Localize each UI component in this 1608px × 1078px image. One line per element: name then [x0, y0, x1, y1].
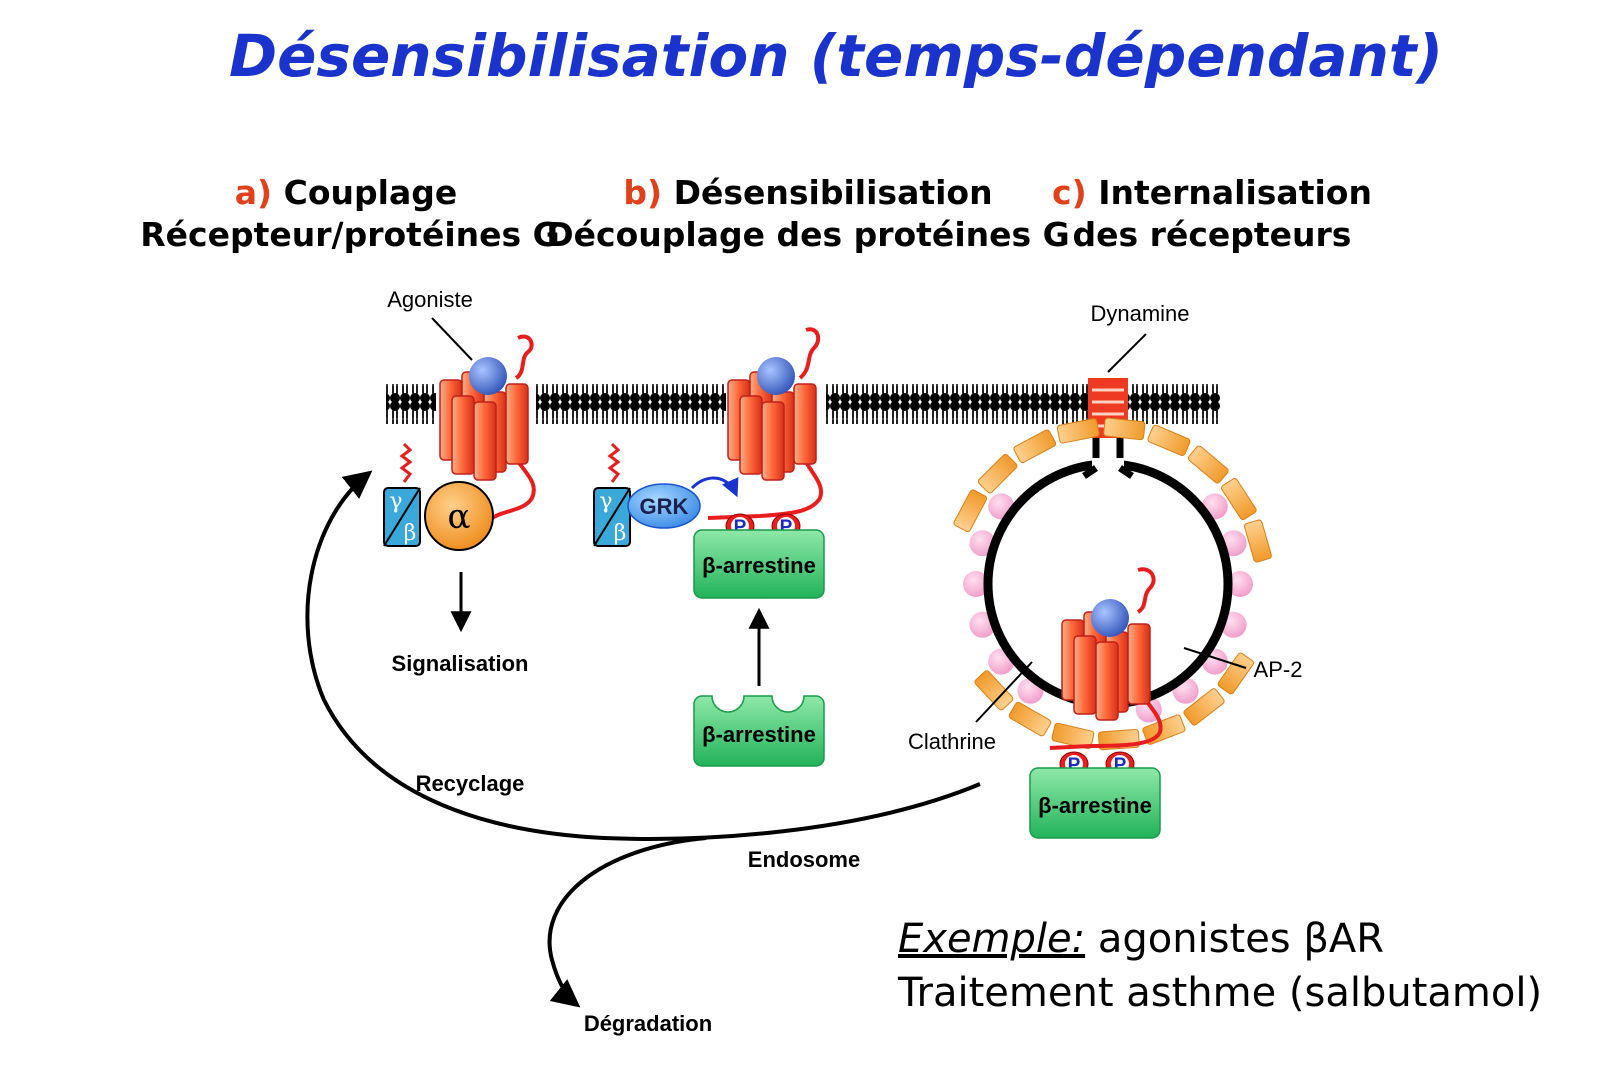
phosphorylation-arrow: [690, 476, 739, 498]
example-line2: Traitement asthme (salbutamol): [897, 970, 1542, 1016]
clathrin-segment: [1217, 652, 1254, 695]
g-alpha-subunit: α: [424, 481, 494, 551]
clathrin-segment: [1147, 424, 1191, 457]
example-label: Exemple:: [898, 916, 1085, 962]
section-b-header: b) Désensibilisation Découplage des prot…: [546, 173, 1069, 254]
clathrin-segment: [1221, 478, 1257, 521]
example-note: Exemple: agonistes βAR Traitement asthme…: [897, 916, 1542, 1016]
label-agoniste: Agoniste: [387, 287, 473, 312]
section-a-header: a) Couplage Récepteur/protéines G: [140, 173, 559, 254]
svg-text:α: α: [448, 497, 471, 537]
example-line1: agonistes βAR: [1085, 916, 1384, 962]
section-c-line2: des récepteurs: [1073, 215, 1352, 254]
receptor-c: [1049, 567, 1163, 750]
svg-text:β-arrestine: β-arrestine: [1038, 793, 1152, 818]
cell-membrane: [386, 384, 1220, 424]
svg-text:a) Couplage: a) Couplage: [235, 173, 457, 212]
clathrin-segment: [974, 670, 1014, 711]
agonist-ligand-c: [1091, 599, 1129, 637]
degradation-pathway: [547, 836, 707, 1008]
label-endosome: Endosome: [748, 847, 860, 872]
label-signalisation: Signalisation: [392, 651, 529, 676]
g-beta-gamma-b: γ β: [593, 487, 631, 547]
g-beta-gamma-a: γ β: [383, 487, 421, 547]
clathrin-segment: [977, 453, 1018, 494]
clathrin-segment: [953, 489, 988, 533]
svg-text:β: β: [614, 521, 627, 546]
svg-text:GRK: GRK: [640, 494, 689, 519]
svg-text:β: β: [404, 521, 417, 546]
label-ap2: AP-2: [1254, 657, 1303, 682]
receptor-b: [707, 327, 824, 520]
recycling-pathway: [305, 470, 981, 841]
ap2-pointer: [1183, 647, 1247, 669]
vesicle-opening: [1092, 458, 1124, 472]
agonist-ligand: [469, 357, 507, 395]
section-c-header: c) Internalisation des récepteurs: [1052, 173, 1372, 254]
clathrin-segment: [1056, 418, 1100, 444]
clathrin-segment: [1183, 688, 1225, 726]
grk-kinase: GRK: [627, 483, 701, 529]
label-clathrine: Clathrine: [908, 729, 996, 754]
ap2-adaptor: [1227, 571, 1253, 597]
svg-text:γ: γ: [599, 489, 612, 514]
arrestin-bound-b: β-arrestine: [693, 529, 825, 599]
label-recyclage: Recyclage: [416, 771, 525, 796]
ap2-adaptors: [963, 493, 1253, 723]
section-c-line1: Internalisation: [1098, 173, 1372, 212]
receptor-a: [439, 334, 536, 522]
lipid-anchor-a: [399, 442, 413, 483]
svg-text:c) Internalisation: c) Internalisation: [1052, 173, 1372, 212]
section-b-letter: b): [623, 173, 662, 212]
clathrin-segment: [1244, 519, 1272, 563]
dynamine-pointer: [1107, 333, 1147, 373]
page-title: Désensibilisation (temps-dépendant): [229, 22, 1443, 90]
svg-text:γ: γ: [389, 489, 402, 514]
clathrin-segment: [1013, 429, 1057, 464]
label-dynamine: Dynamine: [1090, 301, 1189, 326]
label-degradation: Dégradation: [584, 1011, 712, 1036]
svg-text:Exemple: agonistes βAR: Exemple: agonistes βAR: [898, 916, 1384, 962]
agoniste-pointer: [431, 317, 473, 361]
ap2-adaptor: [963, 571, 989, 597]
agonist-ligand-b: [757, 357, 795, 395]
section-a-line1: Couplage: [284, 173, 458, 212]
clathrine-pointer: [975, 661, 1033, 723]
section-a-line2: Récepteur/protéines G: [140, 215, 559, 254]
clathrin-segment: [1103, 417, 1146, 441]
svg-text:b) Désensibilisation: b) Désensibilisation: [623, 173, 992, 212]
clathrin-segment: [1187, 445, 1229, 484]
section-b-line2: Découplage des protéines G: [546, 215, 1069, 254]
clathrin-segment: [1051, 722, 1095, 750]
arrestin-free: β-arrestine: [693, 695, 825, 767]
section-a-letter: a): [235, 173, 272, 212]
clathrin-segment: [1008, 701, 1052, 737]
arrestin-bound-c: β-arrestine: [1029, 767, 1161, 839]
section-c-letter: c): [1052, 173, 1087, 212]
lipid-anchor-b: [607, 442, 621, 483]
svg-text:β-arrestine: β-arrestine: [702, 553, 816, 578]
svg-text:β-arrestine: β-arrestine: [702, 722, 816, 747]
section-b-line1: Désensibilisation: [674, 173, 993, 212]
